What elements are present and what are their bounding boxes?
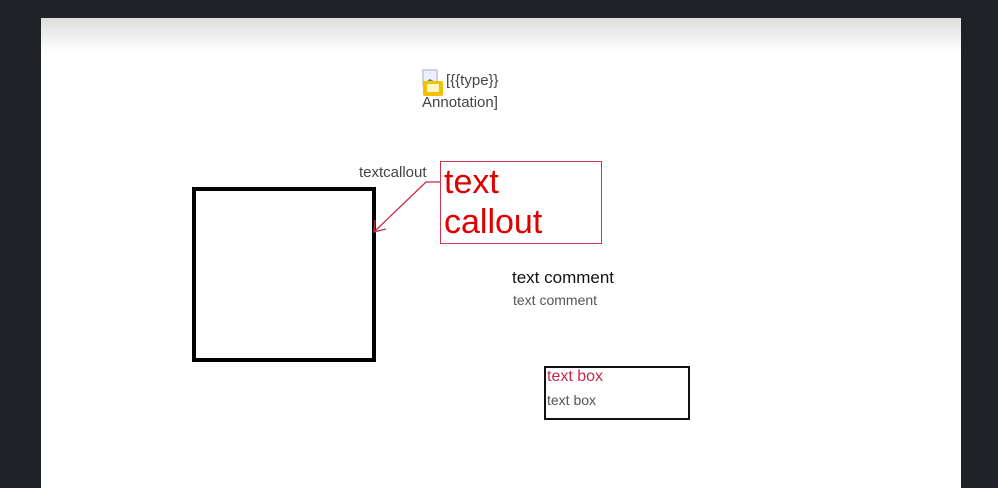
annotation-placeholder-text: [{{type}} Annotation] [422, 72, 499, 111]
text-box-shadow: text box [547, 392, 597, 408]
text-box-annotation[interactable] [544, 366, 690, 420]
text-comment-shadow: text comment [513, 292, 598, 308]
callout-label: textcallout [359, 164, 427, 181]
text-callout-box[interactable]: text callout [440, 161, 602, 244]
page-top-shadow [41, 18, 961, 52]
text-comment[interactable]: text comment [512, 268, 615, 287]
document-page: [{{type}} Annotation] textcallout text c… [41, 18, 961, 488]
callout-leader-line [373, 181, 440, 233]
text-box-text: text box [547, 368, 604, 385]
square-annotation[interactable] [192, 187, 376, 362]
note-annotation-icon[interactable] [422, 69, 444, 97]
